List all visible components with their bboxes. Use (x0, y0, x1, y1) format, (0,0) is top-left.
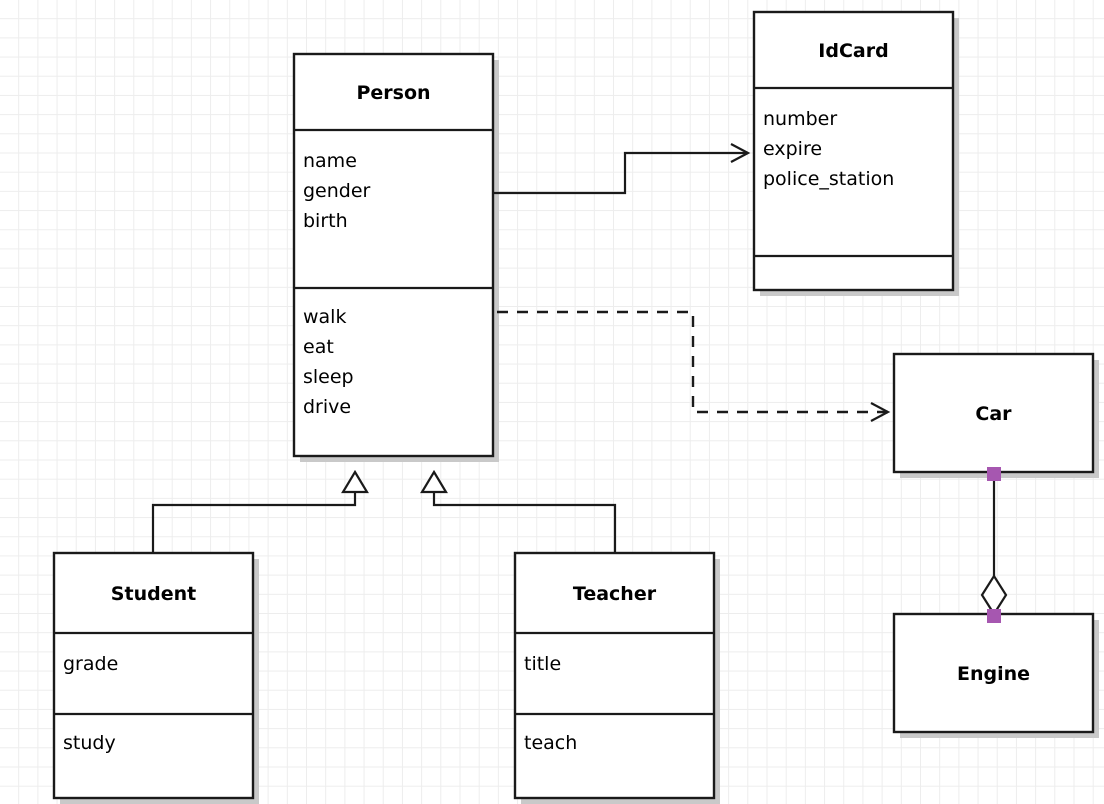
class-box-engine[interactable]: Engine (892, 612, 1095, 734)
class-box-body[interactable] (752, 10, 955, 292)
class-box-student[interactable]: Student grade study (52, 551, 255, 800)
relationship-person-idcard[interactable] (493, 151, 748, 195)
class-box-layer: Person name gender birth walk eat sleep drive Id… (52, 10, 1095, 800)
class-box-person[interactable]: Person name gender birth walk eat sleep drive (292, 52, 495, 458)
handle-car-bottom[interactable] (987, 467, 1001, 481)
class-name-label: Car (975, 403, 1012, 425)
class-method-label: study (63, 732, 116, 754)
handle-engine-top[interactable] (987, 609, 1001, 623)
arrowhead-generalization-student-person (341, 469, 369, 494)
class-attribute-label: gender (303, 180, 371, 202)
class-method-label: teach (524, 732, 577, 754)
class-attribute-label: police_station (763, 168, 894, 190)
arrowhead-open-person-car (870, 402, 891, 422)
class-attribute-label: number (763, 108, 837, 130)
class-attribute-label: name (303, 150, 357, 172)
relationship-layer (151, 151, 996, 576)
class-name-label: IdCard (818, 40, 888, 62)
arrowhead-aggregation-car-engine (980, 573, 1008, 617)
class-method-label: eat (303, 336, 334, 358)
class-box-idcard[interactable]: IdCard number expire police_station (752, 10, 955, 292)
arrowhead-open-person-idcard (730, 143, 751, 163)
class-name-label: Student (111, 583, 196, 605)
class-attribute-label: title (524, 653, 561, 675)
connection-handle-layer (987, 467, 1001, 623)
class-name-label: Teacher (573, 583, 657, 605)
relationship-person-car[interactable] (497, 310, 888, 414)
class-box-body[interactable] (892, 612, 1095, 734)
class-method-label: drive (303, 396, 351, 418)
class-box-body[interactable] (892, 352, 1095, 474)
relationship-student-person[interactable] (151, 491, 357, 553)
class-attribute-label: birth (303, 210, 348, 232)
class-box-body[interactable] (292, 52, 495, 458)
arrowhead-layer (341, 143, 1008, 617)
class-box-teacher[interactable]: Teacher title teach (513, 551, 716, 800)
class-attribute-label: expire (763, 138, 822, 160)
arrowhead-generalization-teacher-person (420, 469, 448, 494)
class-method-label: walk (303, 306, 346, 328)
class-method-label: sleep (303, 366, 354, 388)
class-box-body[interactable] (513, 551, 716, 800)
class-box-body[interactable] (52, 551, 255, 800)
class-box-car[interactable]: Car (892, 352, 1095, 474)
class-name-label: Engine (957, 663, 1030, 685)
class-attribute-label: grade (63, 653, 118, 675)
relationship-teacher-person[interactable] (432, 491, 617, 553)
class-name-label: Person (356, 82, 430, 104)
